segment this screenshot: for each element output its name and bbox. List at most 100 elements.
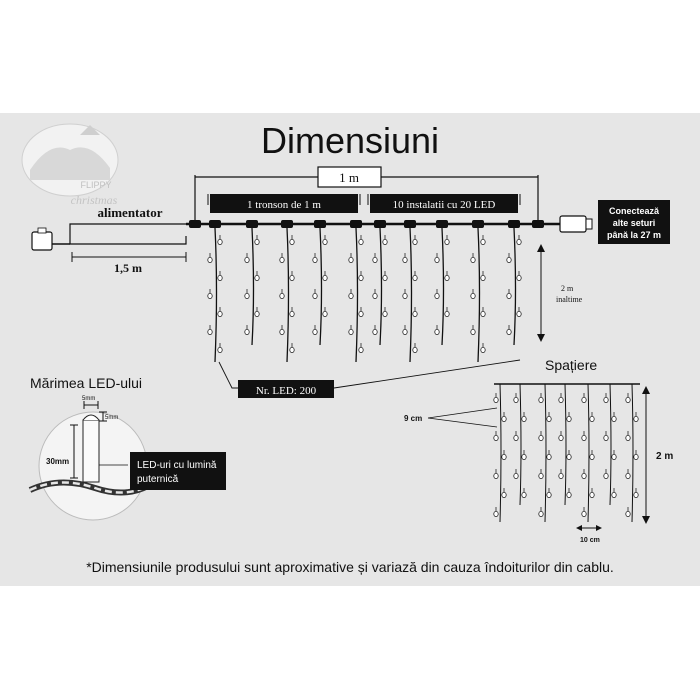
led-bulb bbox=[279, 288, 285, 300]
led-bulb bbox=[501, 449, 507, 461]
led-bulb bbox=[581, 468, 587, 480]
led-bulb bbox=[348, 324, 354, 336]
led-bulb bbox=[217, 342, 223, 354]
brand-bottom-text: christmas bbox=[71, 193, 118, 207]
segment-box: 1 tronson de 1 m bbox=[207, 194, 361, 213]
cable-length-dimension: 1,5 m bbox=[71, 252, 187, 275]
spacing-height-dimension: 2 m bbox=[642, 386, 673, 524]
led-bulb bbox=[513, 392, 519, 404]
spacing-strands bbox=[493, 383, 639, 523]
led-bulb bbox=[493, 430, 499, 442]
led-bulb bbox=[412, 270, 418, 282]
led-strand bbox=[312, 227, 328, 346]
led-bulb bbox=[566, 449, 572, 461]
led-bulb bbox=[217, 270, 223, 282]
led-bulb bbox=[254, 306, 260, 318]
led-bulb bbox=[581, 506, 587, 517]
led-bulb bbox=[625, 506, 631, 517]
led-bulb bbox=[633, 487, 639, 499]
cable-connector bbox=[246, 220, 258, 228]
cable-connector bbox=[189, 220, 201, 228]
cable-length-label: 1,5 m bbox=[114, 261, 142, 275]
led-bulb bbox=[322, 270, 328, 282]
led-bulb bbox=[538, 430, 544, 442]
end-plug bbox=[559, 215, 593, 233]
led-bulb bbox=[480, 234, 486, 246]
led-bulb bbox=[289, 306, 295, 318]
led-bulb bbox=[603, 392, 609, 404]
led-bulb bbox=[546, 487, 552, 499]
bright-line-2: puternică bbox=[137, 474, 179, 485]
led-bulb bbox=[493, 506, 499, 517]
power-cable bbox=[31, 223, 187, 251]
installs-label: 10 instalatii cu 20 LED bbox=[393, 199, 496, 211]
led-bulb bbox=[382, 234, 388, 246]
spacing-strand bbox=[513, 383, 527, 506]
led-strand bbox=[506, 227, 522, 346]
cable-connectors bbox=[189, 220, 544, 228]
led-bulb bbox=[382, 270, 388, 282]
led-bulb bbox=[506, 288, 512, 300]
led-size-illustration bbox=[28, 401, 150, 521]
led-bulb bbox=[279, 252, 285, 264]
led-bulb bbox=[207, 324, 213, 336]
led-bulb bbox=[566, 487, 572, 499]
led-strands bbox=[207, 227, 522, 363]
led-bulb bbox=[244, 252, 250, 264]
led-bulb bbox=[312, 252, 318, 264]
led-bulb bbox=[581, 430, 587, 442]
led-bulb bbox=[372, 324, 378, 336]
led-bulb bbox=[546, 411, 552, 423]
led-bulb bbox=[506, 252, 512, 264]
led-bulb bbox=[207, 288, 213, 300]
led-bulb bbox=[207, 252, 213, 264]
led-bulb bbox=[566, 411, 572, 423]
cable-connector bbox=[350, 220, 362, 228]
spacing-horizontal-dimension: 10 cm bbox=[576, 525, 602, 544]
led-bulb bbox=[516, 234, 522, 246]
led-bulb bbox=[538, 468, 544, 480]
led-bulb bbox=[501, 487, 507, 499]
led-bulb bbox=[538, 392, 544, 404]
cable-connector bbox=[472, 220, 484, 228]
led-bulb bbox=[372, 252, 378, 264]
led-bulb bbox=[625, 430, 631, 442]
led-bulb bbox=[501, 411, 507, 423]
cable-connector bbox=[314, 220, 326, 228]
height-label: 2 m bbox=[561, 284, 574, 293]
cable-connector bbox=[404, 220, 416, 228]
led-count-badge: Nr. LED: 200 bbox=[218, 359, 521, 398]
cable-connector bbox=[436, 220, 448, 228]
led-bulb bbox=[558, 430, 564, 442]
led-depth-label: 5mm bbox=[105, 415, 118, 421]
cable-connector bbox=[532, 220, 544, 228]
led-bulb bbox=[358, 234, 364, 246]
led-bulb bbox=[589, 411, 595, 423]
cable-connector bbox=[281, 220, 293, 228]
led-bulb bbox=[348, 252, 354, 264]
led-bulb bbox=[434, 324, 440, 336]
spacing-strand bbox=[538, 383, 552, 523]
led-bulb bbox=[521, 487, 527, 499]
power-label: alimentator bbox=[98, 205, 163, 220]
spacing-height-label: 2 m bbox=[656, 451, 673, 462]
spacing-strand bbox=[558, 383, 572, 506]
led-bulb bbox=[289, 270, 295, 282]
led-bulb bbox=[625, 468, 631, 480]
led-bulb bbox=[412, 234, 418, 246]
bright-line-1: LED-uri cu lumină bbox=[137, 460, 217, 471]
spacing-strand bbox=[625, 383, 639, 523]
led-bulb bbox=[470, 324, 476, 336]
led-bulb bbox=[434, 252, 440, 264]
segment-label: 1 tronson de 1 m bbox=[247, 199, 321, 211]
led-bulb bbox=[480, 342, 486, 354]
led-bulb bbox=[279, 324, 285, 336]
led-bulb bbox=[493, 392, 499, 404]
led-bulb bbox=[444, 234, 450, 246]
led-bulb bbox=[603, 468, 609, 480]
led-bulb bbox=[322, 234, 328, 246]
led-bulb bbox=[546, 449, 552, 461]
led-strand bbox=[434, 227, 450, 346]
led-bulb bbox=[480, 270, 486, 282]
led-bulb bbox=[444, 306, 450, 318]
